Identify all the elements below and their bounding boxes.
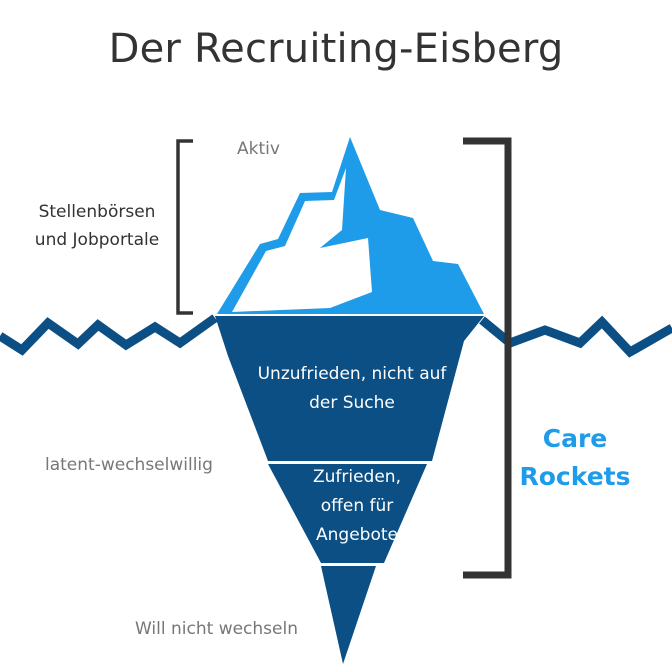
brand-line1: Care <box>510 420 640 458</box>
water-line-left <box>0 318 215 350</box>
iceberg-underwater-bottom <box>321 566 376 664</box>
brand-care-rockets: Care Rockets <box>510 420 640 496</box>
section-zufrieden: Zufrieden, offen für Angebote <box>292 463 422 550</box>
label-will-nicht-wechseln: Will nicht wechseln <box>135 619 298 639</box>
section-unzufrieden-line1: Unzufrieden, nicht auf <box>242 360 462 389</box>
label-latent-wechselwillig: latent-wechselwillig <box>45 455 213 475</box>
label-stellenboersen-line2: und Jobportale <box>22 226 172 254</box>
right-bracket <box>463 141 508 575</box>
section-unzufrieden: Unzufrieden, nicht auf der Suche <box>242 360 462 418</box>
section-zufrieden-line1: Zufrieden, <box>292 463 422 492</box>
section-zufrieden-line3: Angebote <box>292 521 422 550</box>
label-stellenboersen: Stellenbörsen und Jobportale <box>22 198 172 254</box>
label-stellenboersen-line1: Stellenbörsen <box>22 198 172 226</box>
section-unzufrieden-line2: der Suche <box>242 389 462 418</box>
brand-line2: Rockets <box>510 458 640 496</box>
section-zufrieden-line2: offen für <box>292 492 422 521</box>
left-bracket <box>178 141 193 313</box>
label-aktiv: Aktiv <box>237 139 280 159</box>
